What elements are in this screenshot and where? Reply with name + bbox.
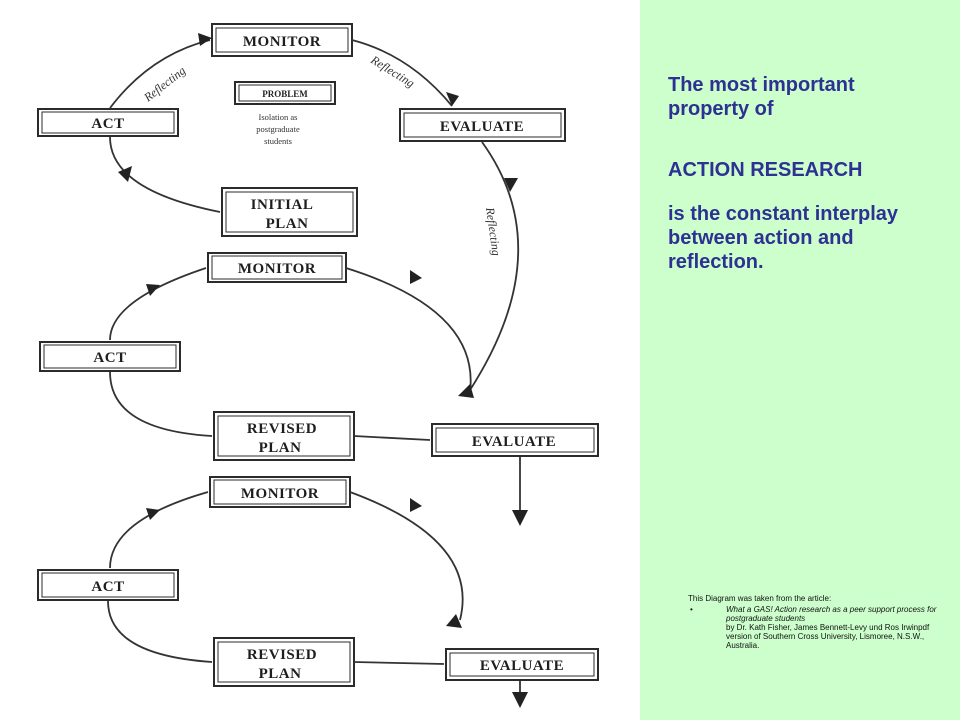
evaluate-2-label: EVALUATE: [472, 434, 556, 450]
act-2-label: ACT: [93, 350, 126, 366]
arc-act1-to-initial-plan: [109, 136, 221, 213]
monitor-3-label: MONITOR: [241, 486, 319, 502]
revised-plan-2-label-line-1: REVISED: [247, 647, 317, 663]
revised-plan-box-1: REVISED PLAN: [213, 411, 355, 461]
arrowhead-monitor3: [146, 508, 160, 520]
headline-action-research: ACTION RESEARCH: [668, 159, 863, 181]
arc-monitor2-to-act2: [109, 267, 207, 341]
arrowhead-monitor2-right: [410, 270, 422, 284]
article-authors: by Dr. Kath Fisher, James Bennett-Levy u…: [726, 623, 930, 650]
arc-act2-to-revised-plan: [109, 371, 213, 437]
evaluate-box-2: EVALUATE: [431, 423, 599, 457]
evaluate-box-3: EVALUATE: [445, 648, 599, 681]
arrowhead-monitor2: [146, 284, 160, 296]
action-research-diagram: MONITOR ACT EVALUATE PROBLEM Isolation a…: [37, 23, 599, 708]
monitor-box-3: MONITOR: [209, 476, 351, 508]
arc-monitor3-to-act3: [109, 491, 209, 569]
arrowhead-act1-down: [118, 166, 132, 182]
problem-text-line-2: postgraduate: [256, 124, 300, 134]
revised-plan-2-label-line-2: PLAN: [259, 666, 302, 682]
problem-text-line-1: Isolation as: [259, 112, 298, 122]
headline-intro: The most important property of: [668, 74, 855, 120]
text-panel: The most important property of ACTION RE…: [640, 0, 960, 720]
arc-revised2-to-evaluate3: [353, 661, 445, 665]
monitor-box-2: MONITOR: [207, 252, 347, 283]
arc-monitor1-to-evaluate1: [351, 39, 453, 107]
bullet-glyph: •: [690, 605, 693, 614]
headline-interplay: is the constant interplay between action…: [668, 203, 899, 273]
act-box-3: ACT: [37, 569, 179, 601]
act-1-label: ACT: [91, 116, 124, 132]
problem-text-line-3: students: [264, 136, 292, 146]
initial-plan-label-line-1: INITIAL: [251, 197, 314, 213]
source-intro: This Diagram was taken from the article:: [688, 594, 832, 603]
arrowhead-monitor3-right: [410, 498, 422, 512]
arrowhead-evaluate1-down: [504, 178, 518, 192]
act-box-1: ACT: [37, 108, 179, 137]
monitor-1-label: MONITOR: [243, 34, 321, 50]
initial-plan-box: INITIAL PLAN: [221, 187, 358, 237]
source-citation: This Diagram was taken from the article:…: [688, 594, 950, 650]
arc-monitor1-to-act1: [109, 39, 211, 109]
arc-revised-to-evaluate2: [353, 435, 431, 441]
article-title: What a GAS! Action research as a peer su…: [726, 605, 937, 623]
problem-title: PROBLEM: [262, 89, 308, 99]
evaluate-box-1: EVALUATE: [399, 108, 566, 142]
reflecting-label-vertical: Reflecting: [483, 205, 504, 256]
revised-plan-box-2: REVISED PLAN: [213, 637, 355, 687]
arrowhead-revised-in: [458, 384, 474, 398]
arrowhead-evaluate2-down: [512, 510, 528, 526]
act-box-2: ACT: [39, 341, 181, 372]
arc-act3-to-revised-plan2: [107, 600, 213, 663]
revised-plan-1-label-line-2: PLAN: [259, 440, 302, 456]
monitor-box-1: MONITOR: [211, 23, 353, 57]
reflecting-label-right: Reflecting: [368, 52, 418, 90]
evaluate-1-label: EVALUATE: [440, 119, 524, 135]
monitor-2-label: MONITOR: [238, 261, 316, 277]
revised-plan-1-label-line-1: REVISED: [247, 421, 317, 437]
problem-box: PROBLEM: [234, 81, 336, 105]
arc-monitor3-to-revised2: [349, 491, 464, 621]
arc-evaluate1-to-revised-plan: [469, 141, 520, 391]
arrowhead-evaluate1: [446, 92, 459, 106]
arc-monitor2-to-revised: [345, 267, 472, 393]
action-research-cycle-svg: MONITOR ACT EVALUATE PROBLEM Isolation a…: [37, 23, 599, 708]
initial-plan-label-line-2: PLAN: [266, 216, 309, 232]
evaluate-3-label: EVALUATE: [480, 658, 564, 674]
arrowhead-revised2-in: [446, 614, 462, 628]
arrowhead-evaluate3-down: [512, 692, 528, 708]
act-3-label: ACT: [91, 579, 124, 595]
source-entry: • What a GAS! Action research as a peer …: [688, 605, 950, 650]
arrowhead-monitor1: [198, 33, 212, 46]
